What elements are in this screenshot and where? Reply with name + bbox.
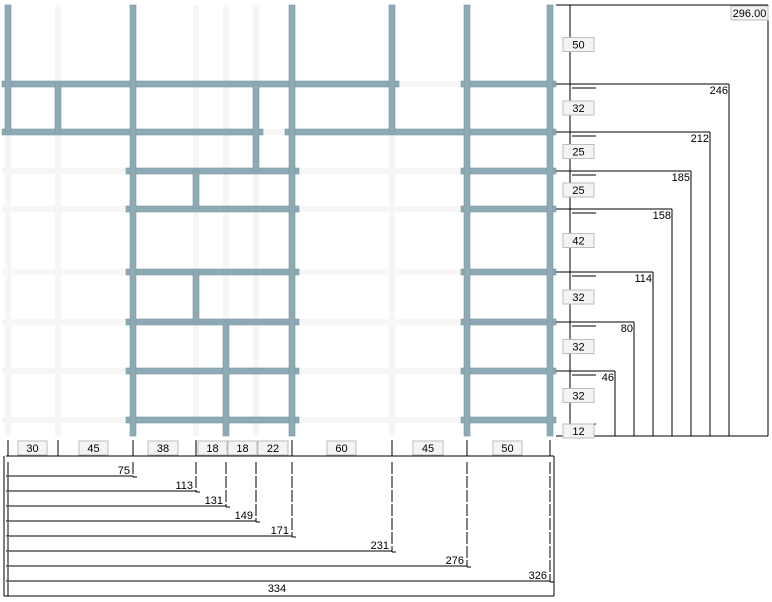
upright-post — [54, 83, 62, 133]
segment-width-label: 30 — [26, 443, 38, 455]
upright-post — [192, 170, 200, 210]
segment-width-box — [197, 440, 228, 456]
cumulative-height-label: 246 — [710, 85, 728, 97]
segment-height-box — [562, 289, 595, 305]
cumulative-width-label: 326 — [529, 570, 547, 582]
shelf-board — [125, 318, 300, 326]
shelf-board — [460, 416, 557, 424]
segment-width-label: 38 — [157, 443, 169, 455]
ghost-post — [55, 5, 61, 436]
shelf-board — [125, 367, 300, 375]
segment-width-label: 22 — [267, 443, 279, 455]
ghost-post — [389, 5, 395, 436]
ghost-post — [5, 5, 11, 436]
vertical-dimensions: 296.00 50 32 25 25 42 32 32 32 12 246 212 185 158 114 8… — [556, 4, 769, 439]
cumulative-width-label: 113 — [175, 480, 193, 492]
cumulative-width-label: 231 — [371, 540, 389, 552]
segment-width-label: 45 — [87, 443, 99, 455]
horizontal-dimensions: 30 45 38 18 18 22 60 45 50 75 113 131 149 171 231 276 32… — [3, 440, 555, 597]
ghost-post — [253, 5, 259, 436]
upright-post — [288, 4, 296, 437]
cumulative-width-label: 149 — [235, 510, 253, 522]
shelf-board — [284, 128, 557, 136]
segment-height-label: 42 — [572, 236, 584, 248]
segment-width-label: 45 — [422, 443, 434, 455]
total-height-label: 296.00 — [733, 8, 767, 20]
shelf-board — [460, 318, 557, 326]
segment-height-box — [562, 423, 595, 439]
shelf-board — [125, 205, 300, 213]
cumulative-width-label: 171 — [271, 525, 289, 537]
segment-height-label: 50 — [572, 40, 584, 52]
segment-width-box — [17, 440, 48, 456]
segment-height-box — [562, 233, 595, 248]
shelf-board — [460, 205, 557, 213]
segment-width-box — [412, 440, 444, 456]
shelf-board — [1, 80, 400, 88]
segment-width-box — [492, 440, 523, 456]
ghost-post — [193, 5, 199, 436]
upright-post — [192, 271, 200, 323]
segment-height-label: 32 — [572, 391, 584, 403]
segment-width-label: 18 — [236, 443, 248, 455]
upright-post — [463, 4, 471, 437]
shelf-board — [460, 167, 557, 175]
shelf-board — [460, 80, 557, 88]
segment-width-box — [227, 440, 258, 456]
segment-height-box — [562, 37, 595, 52]
segment-height-box — [562, 182, 595, 198]
shelf-frame — [1, 4, 557, 437]
segment-width-label: 18 — [206, 443, 218, 455]
cumulative-height-label: 80 — [621, 323, 633, 335]
segment-width-box — [326, 440, 357, 456]
upright-post — [222, 321, 230, 437]
segment-height-label: 32 — [572, 292, 584, 304]
shelf-board — [460, 367, 557, 375]
segment-width-box — [257, 440, 289, 456]
cumulative-height-label: 212 — [691, 133, 709, 145]
cumulative-width-label: 131 — [205, 495, 223, 507]
segment-height-label: 32 — [572, 103, 584, 115]
upright-post — [252, 83, 260, 172]
segment-width-box — [78, 440, 109, 456]
segment-width-label: 50 — [501, 443, 513, 455]
segment-width-box — [147, 440, 179, 456]
cumulative-height-label: 185 — [672, 172, 690, 184]
shelf-board — [460, 268, 557, 276]
ghost-shelf — [2, 129, 555, 135]
upright-post — [388, 4, 396, 133]
segment-height-box — [562, 100, 595, 116]
segment-height-box — [562, 388, 595, 403]
segment-height-label: 25 — [572, 147, 584, 159]
cumulative-height-label: 46 — [602, 372, 614, 384]
upright-post — [4, 4, 12, 133]
segment-height-label: 12 — [572, 426, 584, 438]
segment-height-box — [562, 144, 595, 159]
segment-height-label: 32 — [572, 342, 584, 354]
shelf-board — [125, 268, 300, 276]
cumulative-width-label: 75 — [118, 465, 130, 477]
cumulative-width-label: 276 — [446, 555, 464, 567]
shelf-board — [125, 416, 300, 424]
cumulative-height-label: 158 — [653, 210, 671, 222]
shelf-board — [125, 167, 300, 175]
segment-width-label: 60 — [335, 443, 347, 455]
segment-height-box — [562, 339, 595, 354]
ghost-post — [223, 5, 229, 436]
segment-height-label: 25 — [572, 185, 584, 197]
total-width-label: 334 — [268, 583, 286, 595]
total-height-box — [730, 5, 769, 21]
upright-post — [546, 4, 554, 437]
upright-post — [129, 4, 137, 437]
cumulative-height-label: 114 — [634, 273, 652, 285]
